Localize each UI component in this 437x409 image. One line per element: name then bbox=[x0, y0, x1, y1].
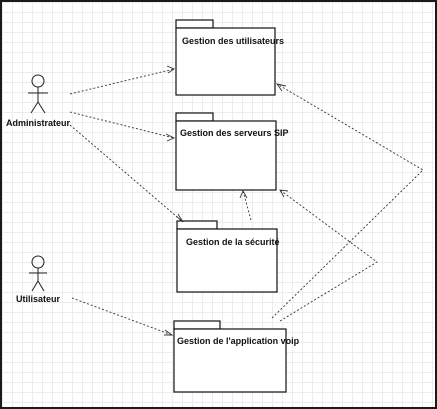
package-gestion-des-serveurs-sip: Gestion des serveurs SIP bbox=[175, 112, 289, 191]
actor-label: Utilisateur bbox=[16, 294, 61, 304]
actor-administrateur: Administrateur bbox=[6, 74, 71, 128]
package-gestion-des-utilisateurs: Gestion des utilisateurs bbox=[175, 19, 284, 96]
package-body bbox=[175, 27, 276, 96]
package-body bbox=[173, 328, 287, 393]
package-tab bbox=[175, 112, 214, 122]
package-tab bbox=[175, 19, 214, 29]
package-label: Gestion de la sécurité bbox=[186, 237, 280, 247]
dependency-admin-to-sip bbox=[69, 111, 176, 142]
package-body bbox=[175, 120, 277, 191]
arrow-head-icon bbox=[165, 133, 176, 142]
dependency-security-to-sip bbox=[239, 189, 252, 221]
package-label: Gestion des utilisateurs bbox=[182, 36, 284, 46]
package-body bbox=[176, 228, 278, 293]
package-gestion-de-la-securite: Gestion de la sécurité bbox=[176, 220, 280, 293]
dependency-voip-to-sip bbox=[279, 189, 378, 322]
arrow-head-icon bbox=[275, 83, 287, 92]
actor-figure-icon bbox=[28, 74, 48, 114]
package-tab bbox=[176, 220, 218, 230]
package-label: Gestion des serveurs SIP bbox=[180, 128, 289, 138]
dependency-admin-to-users bbox=[69, 65, 175, 95]
arrow-head-icon bbox=[279, 189, 289, 198]
package-gestion-de-l-application-voip: Gestion de l'application voip bbox=[173, 320, 300, 393]
actor-figure-icon bbox=[29, 255, 47, 292]
package-tab bbox=[173, 320, 221, 330]
arrow-head-icon bbox=[164, 329, 174, 336]
actor-utilisateur: Utilisateur bbox=[16, 255, 61, 304]
arrow-head-icon bbox=[175, 213, 184, 223]
arrow-head-icon bbox=[166, 65, 175, 74]
arrow-head-icon bbox=[239, 189, 248, 199]
package-label: Gestion de l'application voip bbox=[177, 336, 300, 346]
dependency-voip-to-users bbox=[271, 83, 424, 319]
actor-label: Administrateur bbox=[6, 118, 71, 128]
dependency-user-to-voip bbox=[71, 297, 174, 336]
dependency-admin-to-security bbox=[69, 124, 184, 223]
